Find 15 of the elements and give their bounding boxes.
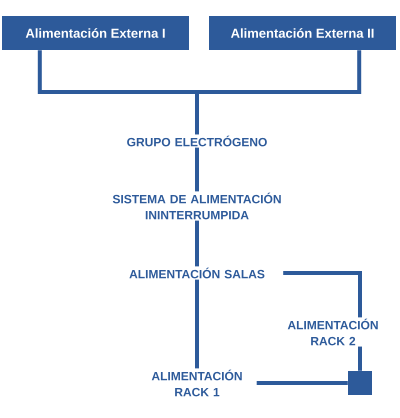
stage-label: SISTEMA DE ALIMENTACIÓN ININTERRUMPIDA [112, 192, 281, 220]
source-box: Alimentación Externa I [2, 16, 189, 50]
stage-label: ALIMENTACIÓN RACK 2 [288, 318, 378, 346]
stage-label: ALIMENTACIÓN RACK 1 [152, 370, 242, 396]
connector-line [195, 50, 362, 134]
connector-line [195, 148, 199, 192]
junction-square [348, 371, 372, 395]
stage-label: GRUPO ELECTRÓGENO [127, 136, 267, 146]
connector-line [256, 381, 348, 385]
connector-line [195, 280, 199, 368]
connector-line [283, 271, 362, 318]
source-box: Alimentación Externa II [209, 16, 396, 50]
stage-label: ALIMENTACIÓN SALAS [129, 268, 264, 278]
connector-line [358, 346, 362, 371]
connector-line [195, 220, 199, 266]
